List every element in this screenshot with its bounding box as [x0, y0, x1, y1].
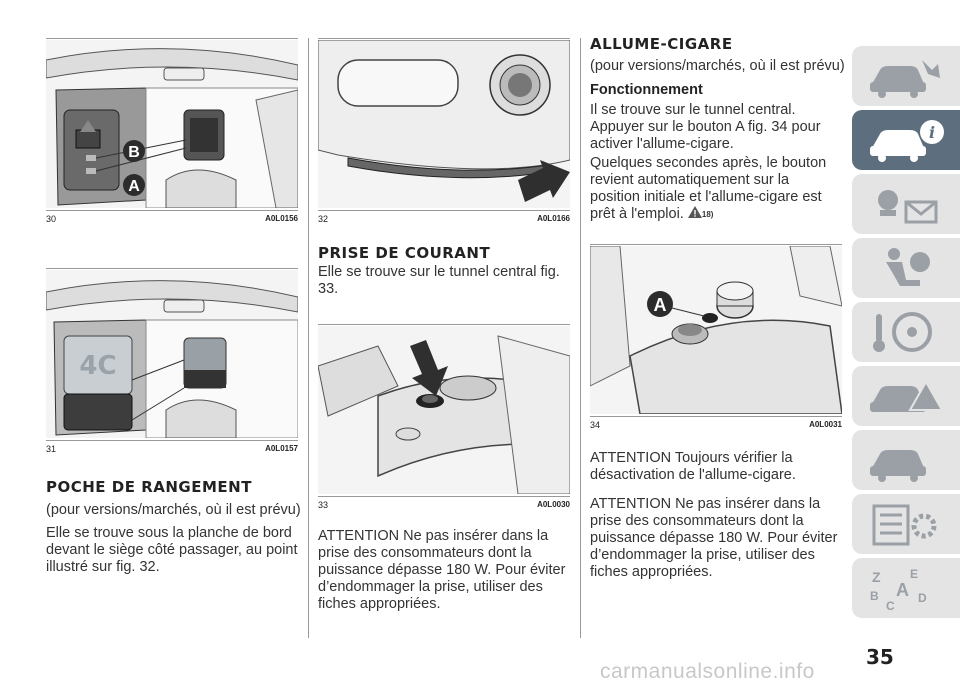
svg-text:B: B: [870, 589, 879, 603]
tab-car-info[interactable]: i: [852, 110, 960, 170]
tab-car-service[interactable]: [852, 430, 960, 490]
figure-31-storage-pocket: 4C: [46, 270, 298, 438]
steering-key-icon: [873, 312, 932, 352]
figure-30-storage-buttons: B A: [46, 40, 298, 208]
tab-specs-list[interactable]: [852, 494, 960, 554]
figure-30-caption: 30 A0L0156: [46, 214, 298, 224]
figure-number: 30: [46, 214, 57, 224]
warning-paragraph: ATTENTION Ne pas insérer dans la prise d…: [590, 496, 838, 580]
figure-33-power-socket: [318, 326, 570, 494]
svg-text:A: A: [896, 580, 909, 600]
paragraph: Il se trouve sur le tunnel central. Appu…: [590, 102, 821, 152]
svg-text:D: D: [918, 591, 927, 605]
tab-airbag-seat[interactable]: [852, 238, 960, 298]
warning-lights-icon: [878, 190, 938, 224]
caption-rule: [590, 416, 842, 417]
caption-rule: [46, 440, 298, 441]
figure-top-rule: [318, 38, 570, 39]
section-heading: ALLUME-CIGARE: [590, 35, 733, 53]
figure-33-caption: 33 A0L0030: [318, 500, 570, 510]
figure-top-rule: [318, 324, 570, 325]
paragraph: (pour versions/marchés, où il est prévu): [46, 502, 301, 518]
figure-34-cigar-lighter: A: [590, 246, 842, 414]
page-number: 35: [866, 645, 894, 669]
figure-number: 31: [46, 444, 57, 454]
tab-steering-key[interactable]: [852, 302, 960, 362]
figure-code: A0L0156: [265, 214, 298, 223]
svg-text:Z: Z: [872, 569, 881, 585]
figure-number: 32: [318, 214, 329, 224]
figure-32-caption: 32 A0L0166: [318, 214, 570, 224]
car-info-icon: i: [870, 120, 944, 162]
label-a: A: [128, 178, 140, 195]
paragraph: Elle se trouve sur le tunnel central fig…: [318, 264, 560, 297]
svg-text:C: C: [886, 599, 895, 610]
paragraph: (pour versions/marchés, où il est prévu): [590, 58, 845, 74]
tab-alphabet-index[interactable]: Z E A B D C: [852, 558, 960, 618]
specs-list-icon: [872, 504, 937, 546]
section-heading: POCHE DE RANGEMENT: [46, 478, 252, 496]
warning-triangle-icon: [687, 206, 702, 218]
figure-code: A0L0166: [537, 214, 570, 223]
figure-number: 33: [318, 500, 329, 510]
car-wrench-icon: [870, 60, 940, 98]
column-divider: [308, 38, 309, 638]
figure-32-glovebox: [318, 40, 570, 208]
car-service-icon: [870, 450, 926, 482]
warning-paragraph: ATTENTION Ne pas insérer dans la prise d…: [318, 528, 566, 612]
figure-top-rule: [46, 268, 298, 269]
figure-34-caption: 34 A0L0031: [590, 420, 842, 430]
watermark: carmanualsonline.info: [600, 660, 815, 683]
figure-code: A0L0157: [265, 444, 298, 453]
alphabet-index-icon: Z E A B D C: [870, 567, 927, 610]
airbag-seat-icon: [886, 248, 930, 286]
figure-31-caption: 31 A0L0157: [46, 444, 298, 454]
figure-code: A0L0030: [537, 500, 570, 509]
figure-top-rule: [590, 244, 842, 245]
svg-text:E: E: [910, 567, 918, 581]
note-reference: 18): [701, 210, 714, 219]
figure-number: 34: [590, 420, 601, 430]
car-accident-icon: [870, 379, 944, 412]
tab-car-wrench[interactable]: [852, 46, 960, 106]
caption-rule: [318, 496, 570, 497]
tab-warning-lights[interactable]: [852, 174, 960, 234]
figure-top-rule: [46, 38, 298, 39]
warning-paragraph: ATTENTION Toujours vérifier la désactiva…: [590, 450, 796, 483]
figure-code: A0L0031: [809, 420, 842, 429]
badge-4c: 4C: [79, 351, 116, 381]
column-divider: [580, 38, 581, 638]
caption-rule: [46, 210, 298, 211]
paragraph: Quelques secondes après, le bouton revie…: [590, 155, 827, 222]
label-b: B: [128, 144, 140, 161]
label-a: A: [654, 295, 667, 315]
caption-rule: [318, 210, 570, 211]
paragraph: Elle se trouve sous la planche de bord d…: [46, 525, 298, 575]
svg-text:i: i: [929, 123, 935, 142]
subheading: Fonctionnement: [590, 82, 703, 98]
section-heading: PRISE DE COURANT: [318, 244, 491, 262]
tab-car-accident[interactable]: [852, 366, 960, 426]
